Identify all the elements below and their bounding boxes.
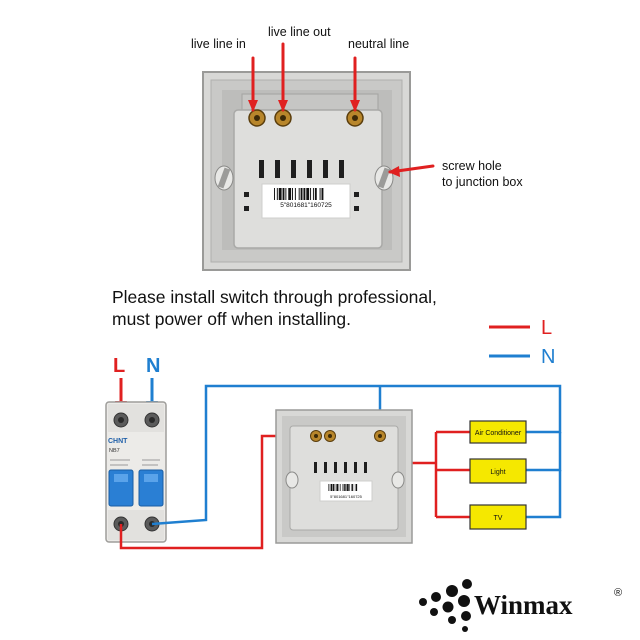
barcode-bar	[306, 188, 310, 200]
barcode-bar	[349, 484, 350, 491]
install-instruction: Please install switch through profession…	[112, 286, 532, 330]
barcode-bar	[294, 188, 296, 200]
label-screw-hole: screw hole	[442, 159, 502, 173]
legend-neutral-label: N	[541, 346, 555, 368]
barcode-bar	[336, 484, 339, 491]
barcode-bar	[314, 188, 317, 200]
barcode-bar	[298, 188, 300, 200]
barcode-bar	[334, 484, 336, 491]
barcode-bar	[274, 188, 275, 200]
barcode-bar	[347, 484, 349, 491]
barcode-number: 5"801681"160725	[280, 202, 332, 209]
barcode-bar	[282, 188, 285, 200]
instruction-line-2: must power off when installing.	[112, 309, 351, 329]
breaker-l-label: L	[113, 355, 125, 377]
barcode-bar	[354, 484, 356, 491]
barcode-bar	[276, 188, 278, 200]
load-label-light: Light	[490, 469, 505, 476]
barcode-bar	[321, 188, 324, 200]
neutral-wire-main	[151, 384, 562, 526]
barcode-bar	[312, 188, 314, 200]
load-light: Light	[469, 458, 527, 484]
barcode-bar	[292, 188, 293, 200]
barcode-bar	[278, 188, 282, 200]
brand-name: Winmax	[474, 590, 573, 620]
label-live-line-out: live line out	[268, 25, 331, 39]
legend: L N	[489, 317, 555, 368]
barcode-bar	[328, 484, 329, 491]
switch-back-large: 5"801681"160725	[202, 71, 411, 271]
load-label-air-conditioner: Air Conditioner	[475, 430, 522, 437]
barcode-bar	[333, 484, 335, 491]
barcode-bar	[340, 484, 341, 491]
load-air-conditioner: Air Conditioner	[469, 420, 527, 444]
barcode-bar	[285, 188, 287, 200]
breaker-model: NB7	[109, 448, 120, 454]
circuit-breaker: CHNT NB7	[105, 401, 167, 543]
barcode-bar	[319, 188, 321, 200]
winmax-logo: Winmax ®	[419, 579, 622, 632]
legend-live-label: L	[541, 317, 552, 339]
barcode-label	[261, 183, 351, 219]
barcode-bar	[329, 484, 331, 491]
neutral-wire-tv	[526, 470, 562, 519]
barcode-bar	[352, 484, 354, 491]
breaker-brand: CHNT	[108, 438, 128, 445]
barcode-bar	[310, 188, 312, 200]
barcode-bar	[303, 188, 306, 200]
barcode-bar	[342, 484, 344, 491]
winmax-dots-icon	[419, 579, 472, 632]
barcode-number-small: 5"801681"160725	[330, 494, 363, 499]
barcode-bar	[343, 484, 345, 491]
switch-back-small: 5"801681"160725	[275, 409, 413, 544]
label-junction-box: to junction box	[442, 175, 523, 189]
label-neutral-line: neutral line	[348, 37, 409, 51]
barcode-bar	[345, 484, 347, 491]
barcode-bar	[330, 484, 333, 491]
barcode-bar	[288, 188, 292, 200]
barcode-bar	[350, 484, 352, 491]
label-live-line-in: live line in	[191, 37, 246, 51]
neutral-wire-light	[526, 432, 562, 472]
barcode-bar	[356, 484, 358, 491]
breaker-n-label: N	[146, 355, 160, 377]
barcode-bar	[338, 484, 340, 491]
load-label-tv: TV	[494, 515, 503, 522]
barcode-bar	[300, 188, 303, 200]
load-tv: TV	[469, 504, 527, 530]
brand-registered-mark: ®	[614, 587, 622, 599]
instruction-line-1: Please install switch through profession…	[112, 287, 437, 307]
